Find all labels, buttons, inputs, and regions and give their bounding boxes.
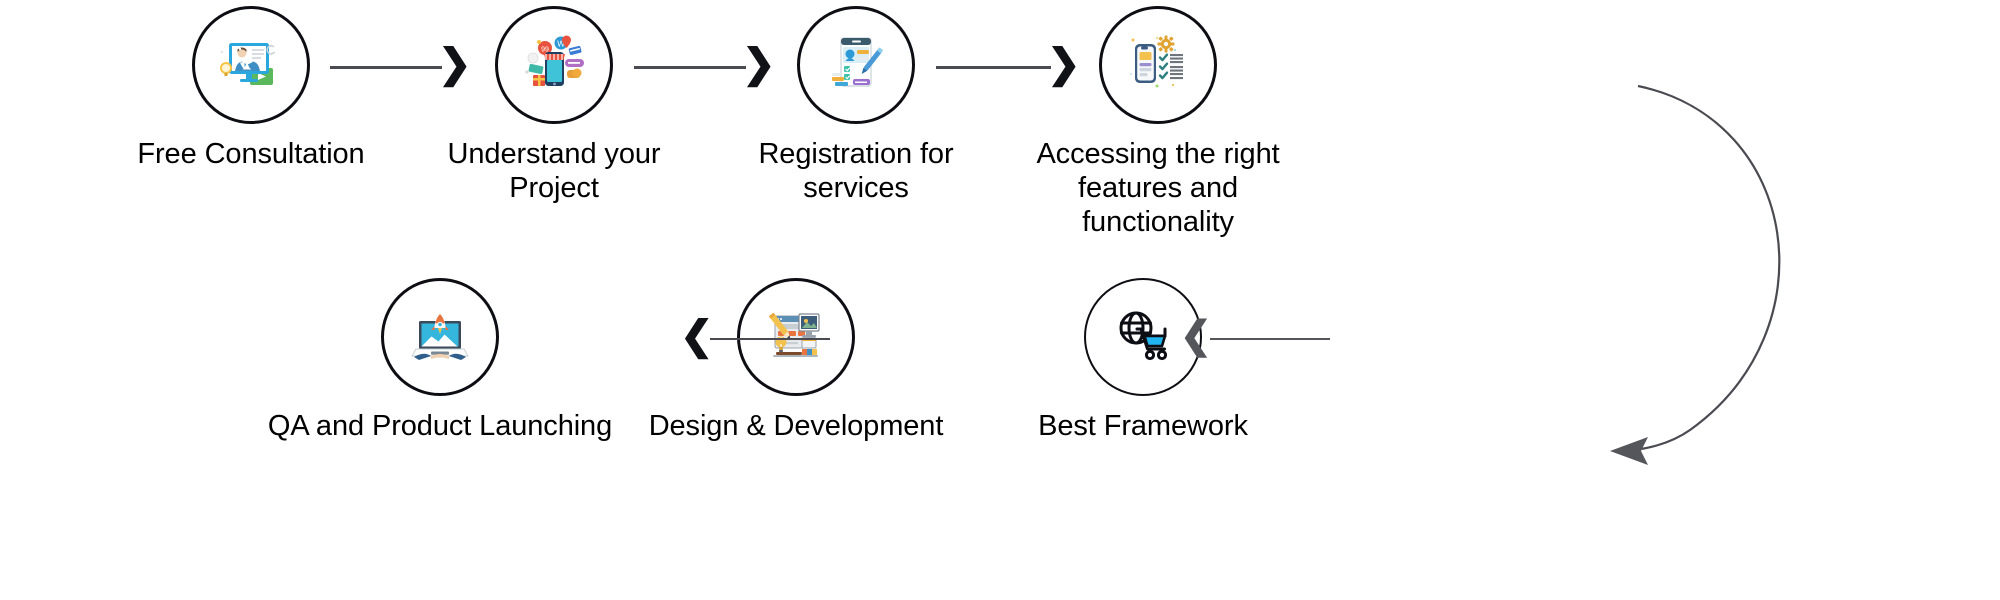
chevron-right-icon: ❯ (438, 42, 472, 86)
connector-design-development-to-qa-launch: ❮ (680, 316, 830, 356)
connector-free-consultation-to-understand-project: ❯ (330, 44, 472, 84)
node-label: Understand your Project (447, 138, 661, 204)
node-circle (797, 6, 915, 124)
connector-line (634, 66, 746, 69)
node-circle (1099, 6, 1217, 124)
laptop-rocket-icon (403, 300, 477, 374)
mobile-shop-icon: 99 W (517, 28, 591, 102)
node-circle: 99 W (495, 6, 613, 124)
phone-checklist-gear-icon (1121, 28, 1195, 102)
node-label: Accessing the right features and functio… (1036, 138, 1280, 238)
connector-line (710, 338, 830, 341)
video-consultation-icon (214, 28, 288, 102)
chevron-left-icon: ❮ (680, 314, 714, 358)
node-understand-project[interactable]: 99 W (448, 6, 661, 206)
connector-understand-project-to-registration: ❯ (634, 44, 776, 84)
chevron-right-icon: ❯ (1047, 42, 1081, 86)
connector-best-framework-to-design-development: ❮ (1180, 317, 1330, 355)
signup-form-icon (819, 28, 893, 102)
node-accessing-features[interactable]: Accessing the right features and functio… (1036, 6, 1280, 240)
node-circle (737, 278, 855, 396)
node-label: Best Framework (1038, 410, 1248, 442)
connector-line (330, 66, 442, 69)
web-design-icon (759, 300, 833, 374)
chevron-right-icon: ❯ (742, 42, 776, 86)
chevron-left-icon: ❮ (1180, 315, 1212, 357)
node-circle (381, 278, 499, 396)
globe-cart-icon (1106, 300, 1180, 374)
node-qa-launch[interactable]: QA and Product Launching (268, 278, 612, 444)
node-design-development[interactable]: Design & Development (649, 278, 943, 444)
node-best-framework[interactable]: Best Framework (1038, 278, 1248, 444)
svg-text:W: W (557, 40, 565, 49)
node-label: QA and Product Launching (267, 410, 613, 442)
node-circle (192, 6, 310, 124)
connector-line (936, 66, 1051, 69)
connector-registration-to-accessing-features: ❯ (936, 44, 1081, 84)
connector-line (1210, 338, 1330, 341)
node-label: Design & Development (648, 410, 944, 442)
svg-text:99: 99 (541, 47, 549, 54)
node-registration[interactable]: Registration for services (758, 6, 954, 206)
node-label: Free Consultation (137, 138, 365, 170)
node-free-consultation[interactable]: Free Consultation (137, 6, 365, 172)
node-circle (1084, 278, 1202, 396)
node-label: Registration for services (758, 138, 954, 204)
